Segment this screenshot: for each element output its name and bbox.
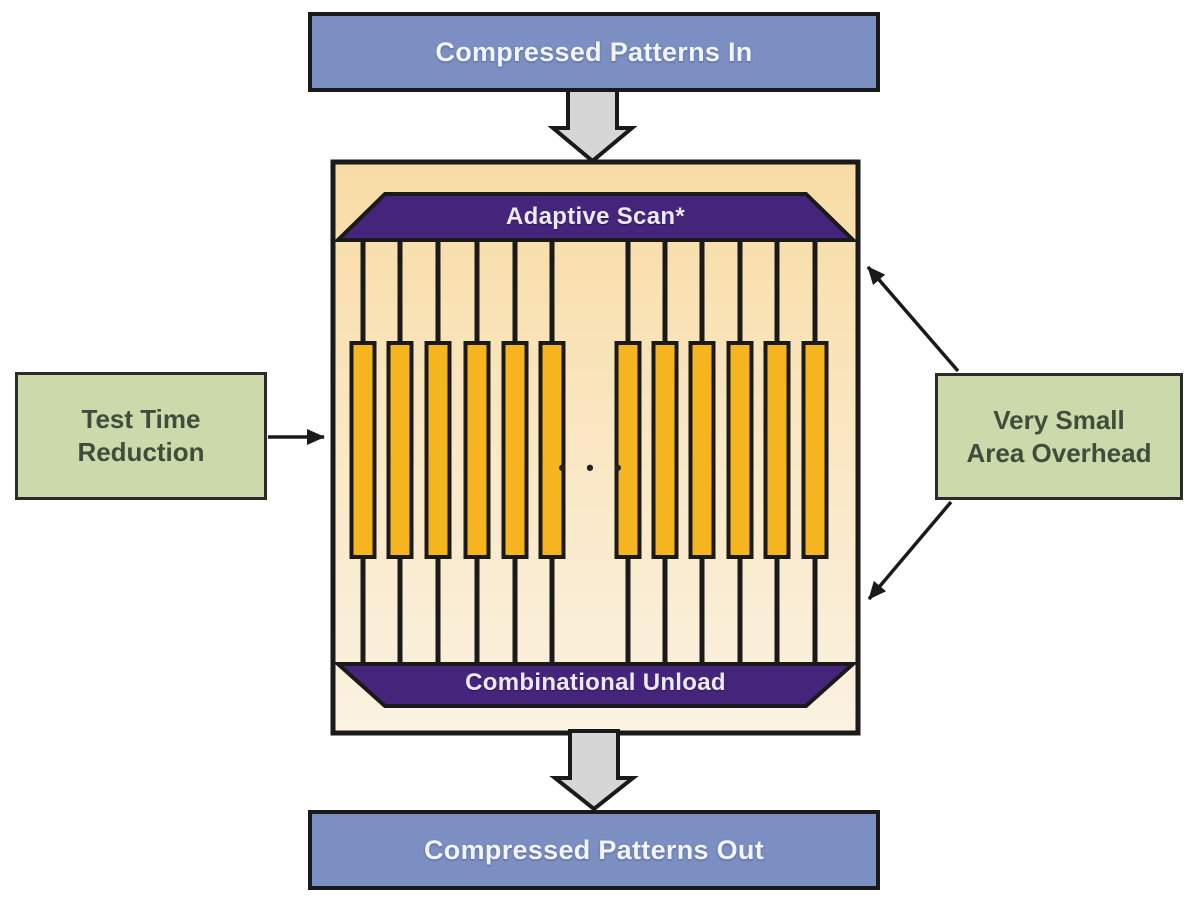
scan-chain-ellipsis: • • • <box>558 455 629 480</box>
compressor-trapezoid <box>332 662 859 708</box>
scan-chain-bar <box>463 341 491 559</box>
compressed-patterns-out-label: Compressed Patterns Out <box>424 834 764 865</box>
area-overhead-box: Very Small Area Overhead <box>935 373 1183 500</box>
compressed-patterns-out-box: Compressed Patterns Out <box>308 810 880 890</box>
test-time-reduction-line2: Reduction <box>77 437 205 467</box>
scan-chain-bar <box>424 341 452 559</box>
scan-chain-bar <box>386 341 414 559</box>
scan-chain-bar <box>501 341 529 559</box>
compressed-patterns-in-label: Compressed Patterns In <box>435 36 753 67</box>
area-overhead-line1: Very Small <box>993 404 1125 435</box>
test-time-reduction-box: Test Time Reduction <box>15 372 267 500</box>
scan-chain-bar <box>614 341 642 559</box>
scan-chain-bar <box>801 341 829 559</box>
scan-chain-bar <box>651 341 679 559</box>
compressed-patterns-in-box: Compressed Patterns In <box>308 12 880 92</box>
arrow-area-overhead-top-icon <box>866 265 960 373</box>
area-overhead-line2: Area Overhead <box>966 437 1152 468</box>
scan-chain-bars <box>349 341 829 559</box>
block-arrow-out-icon <box>549 729 639 812</box>
scan-chain-bar <box>763 341 791 559</box>
scan-chain-bar <box>349 341 377 559</box>
arrow-area-overhead-bottom-icon <box>867 500 953 601</box>
scan-chain-bar <box>726 341 754 559</box>
decompressor-trapezoid <box>333 192 858 242</box>
test-time-reduction-line1: Test Time <box>81 404 201 434</box>
block-arrow-in-icon <box>547 88 638 164</box>
scan-chain-bar <box>688 341 716 559</box>
scan-chain-bar <box>538 341 566 559</box>
